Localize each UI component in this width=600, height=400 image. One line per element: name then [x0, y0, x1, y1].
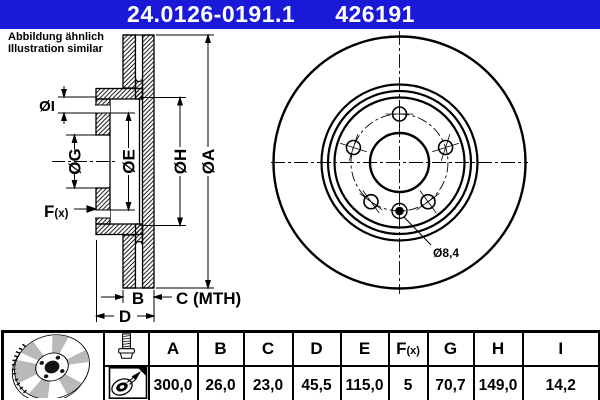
locating-hole-leader — [403, 216, 432, 246]
value-E: 115,0 — [339, 365, 390, 400]
col-header-D: D — [291, 330, 342, 367]
similarity-note: Abbildung ähnlich Illustration similar — [8, 31, 104, 55]
section-edges — [109, 34, 154, 289]
dimension-table: A B C D E F(x) G H I — [1, 330, 600, 400]
dim-label-c: C (MTH) — [176, 289, 241, 308]
dim-label-h: ØH — [171, 149, 190, 175]
note-line-de: Abbildung ähnlich — [8, 31, 104, 43]
col-header-F: F(x) — [387, 330, 429, 367]
value-A: 300,0 — [147, 365, 199, 400]
col-header-B: B — [196, 330, 245, 367]
bolt-hole-center-marks — [339, 100, 460, 214]
part-number: 24.0126-0191.1 — [127, 1, 296, 27]
brake-disc-3d-icon — [11, 334, 90, 400]
value-B: 26,0 — [196, 365, 245, 400]
header-bar: 24.0126-0191.1 426191 — [0, 0, 600, 29]
value-G: 70,7 — [426, 365, 475, 400]
col-header-E: E — [339, 330, 390, 367]
section-dimensions — [58, 33, 214, 322]
value-H: 149,0 — [472, 365, 524, 400]
outer-diameter-circle — [272, 35, 527, 290]
col-header-C: C — [242, 330, 294, 367]
vent-slot-bottom — [134, 240, 144, 289]
bolt-icon-cell — [102, 330, 150, 367]
hat-step-circle — [326, 89, 473, 236]
mounting-hint-icon — [108, 367, 147, 399]
catalog-number: 426191 — [335, 1, 415, 27]
flange-bolt-hole-top — [95, 105, 110, 113]
dim-label-i: ØI — [39, 98, 55, 115]
col-header-I: I — [521, 330, 600, 367]
locating-hole-label: Ø8,4 — [433, 246, 459, 260]
mounting-icon-cell — [102, 365, 150, 400]
dim-label-d: D — [119, 307, 131, 326]
dim-label-e: ØE — [120, 149, 139, 174]
value-C: 23,0 — [242, 365, 294, 400]
note-line-en: Illustration similar — [8, 43, 103, 55]
col-header-H: H — [472, 330, 524, 367]
vent-slot-top — [134, 34, 144, 83]
center-bore-circle — [368, 131, 431, 194]
front-view — [271, 31, 528, 294]
value-I: 14,2 — [521, 365, 600, 400]
friction-ring-inner-circle — [320, 83, 479, 242]
flange-bolt-hole-bottom — [95, 210, 110, 218]
dim-label-b: B — [132, 289, 144, 308]
col-header-A: A — [147, 330, 199, 367]
section-dimension-labels: ØI ØG ØE ØH ØA F(x) B C (MTH) D — [39, 98, 241, 326]
value-F: 5 — [387, 365, 429, 400]
dim-label-f: F(x) — [44, 202, 69, 221]
hat-edge-circle — [333, 96, 466, 229]
locating-hole-fill — [395, 206, 404, 216]
col-header-G: G — [426, 330, 475, 367]
wheel-bolt-icon — [117, 333, 135, 359]
dim-label-a: ØA — [199, 149, 218, 175]
section-view — [52, 34, 155, 289]
dim-label-g: ØG — [66, 148, 85, 174]
locating-hole — [391, 202, 408, 220]
product-image-cell — [1, 330, 105, 400]
value-D: 45,5 — [291, 365, 342, 400]
